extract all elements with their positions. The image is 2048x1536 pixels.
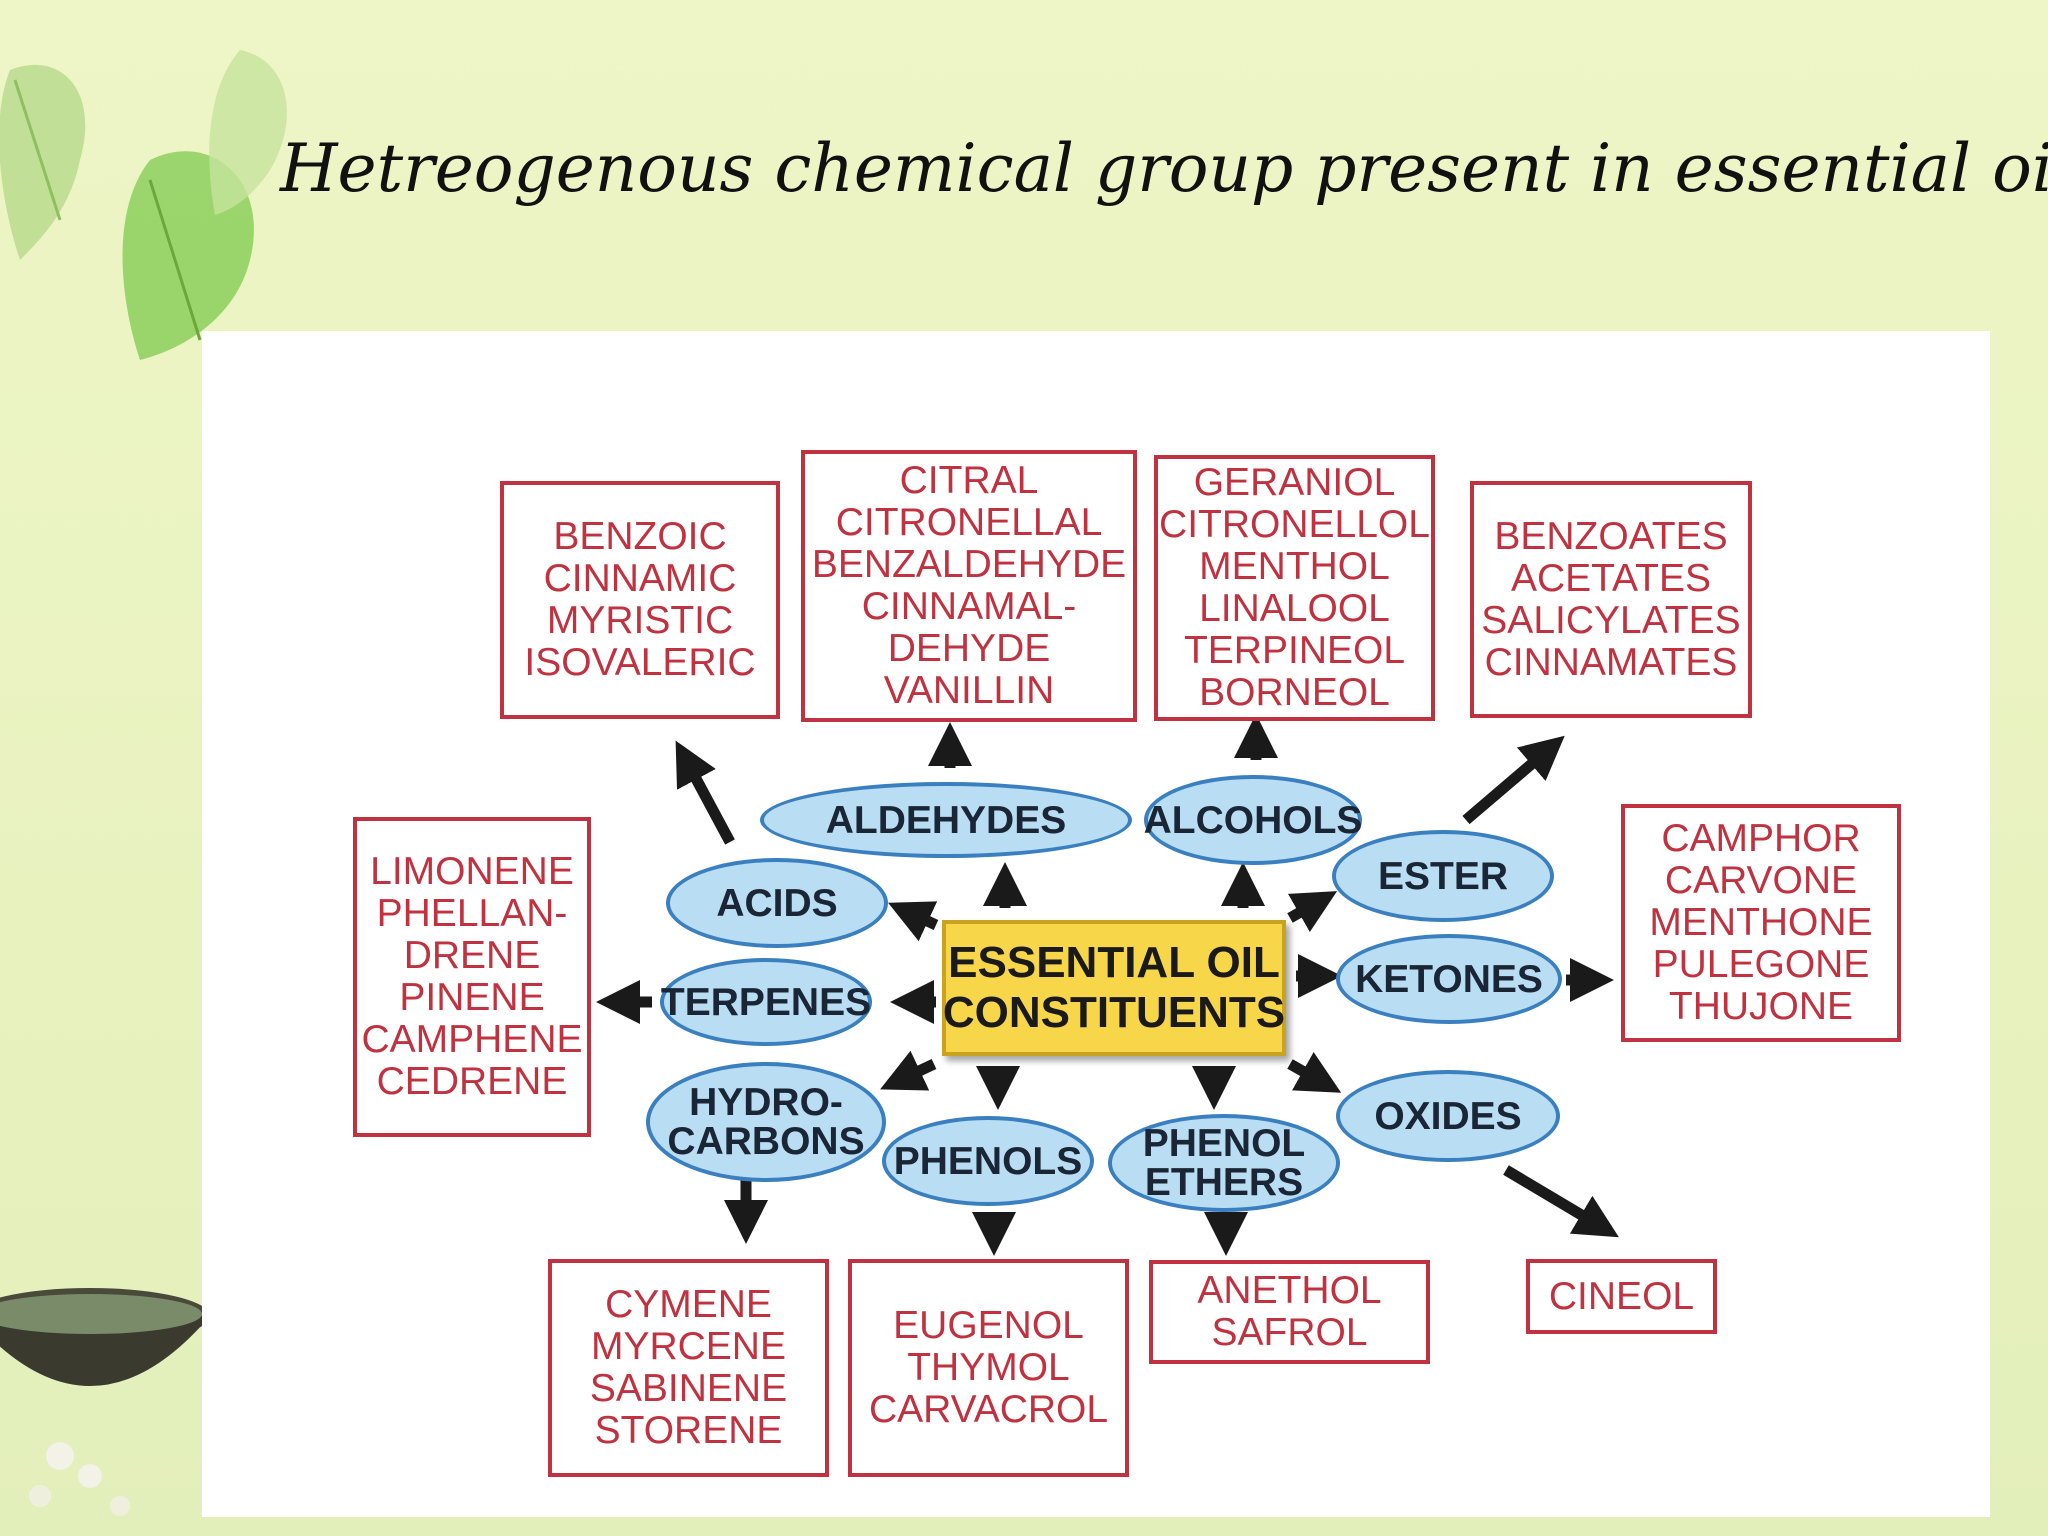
hydrocarbons-node: HYDRO- CARBONS [646, 1062, 886, 1182]
example-item: MYRCENE [590, 1325, 786, 1368]
example-item: EUGENOL [893, 1304, 1084, 1347]
example-item: THUJONE [1668, 985, 1854, 1028]
hydrocarbons-examples: CYMENE MYRCENE SABINENE STORENE [590, 1284, 787, 1452]
ester-examples-box: BENZOATES ACETATES SALICYLATES CINNAMATE… [1470, 481, 1752, 718]
arrow-to-ester [1287, 891, 1338, 933]
example-item: CEDRENE [376, 1060, 568, 1103]
example-item: BENZOATES [1494, 514, 1728, 558]
acids-node: ACIDS [666, 858, 888, 948]
aldehydes-label: ALDEHYDES [825, 798, 1067, 842]
example-item: BORNEOL [1199, 671, 1390, 714]
example-item: PULEGONE [1652, 943, 1870, 986]
ketones-examples: CAMPHOR CARVONE MENTHONE PULEGONE THUJON… [1649, 818, 1872, 1028]
aldehydes-examples-box: CITRAL CITRONELLAL BENZALDEHYDE CINNAMAL… [801, 450, 1137, 722]
example-item: GERANIOL [1193, 461, 1396, 504]
terpenes-examples-box: LIMONENE PHELLAN- DRENE PINENE CAMPHENE … [353, 817, 591, 1137]
acids-label: ACIDS [716, 881, 838, 925]
slide-title: Hetreogenous chemical group present in e… [280, 130, 2048, 207]
phenol-ethers-examples-box: ANETHOL SAFROL [1149, 1260, 1430, 1364]
phenols-examples: EUGENOL THYMOL CARVACROL [869, 1305, 1108, 1431]
phenols-node: PHENOLS [882, 1116, 1094, 1206]
phenols-examples-box: EUGENOL THYMOL CARVACROL [848, 1259, 1129, 1477]
hydrocarbons-label-line2: CARBONS [667, 1120, 865, 1163]
example-item: CINNAMIC [543, 557, 737, 600]
phenol-ethers-label-line1: PHENOL [1142, 1122, 1306, 1165]
phenols-label: PHENOLS [893, 1139, 1083, 1183]
ketones-node: KETONES [1336, 934, 1562, 1024]
ester-examples: BENZOATES ACETATES SALICYLATES CINNAMATE… [1481, 514, 1741, 684]
aldehydes-examples: CITRAL CITRONELLAL BENZALDEHYDE CINNAMAL… [812, 460, 1126, 712]
example-item: CINEOL [1548, 1274, 1695, 1318]
example-item: CAMPHENE [361, 1018, 583, 1061]
example-item: CYMENE [605, 1283, 772, 1326]
hydrocarbons-examples-box: CYMENE MYRCENE SABINENE STORENE [548, 1259, 829, 1477]
example-item: MENTHOL [1199, 545, 1390, 588]
example-item: ISOVALERIC [524, 641, 756, 684]
arrow-acids-to-box [675, 740, 735, 845]
terpenes-examples: LIMONENE PHELLAN- DRENE PINENE CAMPHENE … [361, 851, 582, 1103]
alcohols-examples-box: GERANIOL CITRONELLOL MENTHOL LINALOOL TE… [1154, 455, 1435, 721]
center-label-line1: ESSENTIAL OIL [948, 938, 1280, 987]
oxides-examples-box: CINEOL [1526, 1259, 1717, 1334]
example-item: ANETHOL [1197, 1269, 1382, 1312]
arrow-ester-to-box [1462, 735, 1565, 825]
example-item: DEHYDE [887, 627, 1051, 670]
alcohols-label: ALCOHOLS [1143, 798, 1363, 842]
bowl-decoration-icon [0, 1288, 210, 1516]
example-item: CITRONELLAL [835, 501, 1103, 544]
arrow-to-hydrocarbons [880, 1050, 937, 1091]
alcohols-node: ALCOHOLS [1144, 775, 1362, 865]
aldehydes-node: ALDEHYDES [760, 782, 1132, 858]
example-item: DRENE [403, 934, 541, 977]
leaf-decoration-icon [0, 50, 287, 360]
example-item: CITRONELLOL [1159, 503, 1430, 546]
example-item: CARVONE [1664, 859, 1858, 902]
example-item: ACETATES [1510, 556, 1712, 600]
oxides-examples: CINEOL [1548, 1274, 1695, 1318]
example-item: LINALOOL [1199, 587, 1390, 630]
example-item: VANILLIN [883, 669, 1055, 712]
example-item: PHELLAN- [376, 892, 568, 935]
example-item: CITRAL [899, 459, 1039, 502]
arrow-to-oxides [1287, 1052, 1342, 1093]
essential-oil-constituents-node: ESSENTIAL OIL CONSTITUENTS [942, 920, 1286, 1056]
example-item: BENZOIC [553, 515, 727, 558]
phenol-ethers-examples: ANETHOL SAFROL [1197, 1270, 1381, 1354]
alcohols-examples: GERANIOL CITRONELLOL MENTHOL LINALOOL TE… [1159, 462, 1430, 714]
acids-examples: BENZOIC CINNAMIC MYRISTIC ISOVALERIC [524, 516, 755, 684]
example-item: SABINENE [589, 1367, 788, 1410]
acids-examples-box: BENZOIC CINNAMIC MYRISTIC ISOVALERIC [500, 481, 780, 719]
example-item: MYRISTIC [546, 599, 734, 642]
example-item: CARVACROL [868, 1388, 1109, 1431]
example-item: STORENE [594, 1409, 783, 1452]
ketones-label: KETONES [1355, 957, 1543, 1001]
phenol-ethers-label-line2: ETHERS [1144, 1161, 1304, 1204]
example-item: BENZALDEHYDE [811, 543, 1127, 586]
terpenes-node: TERPENES [660, 958, 872, 1046]
example-item: PINENE [399, 976, 545, 1019]
example-item: LIMONENE [370, 850, 574, 893]
terpenes-label: TERPENES [660, 980, 872, 1024]
example-item: MENTHONE [1649, 901, 1873, 944]
oxides-label: OXIDES [1374, 1094, 1522, 1138]
example-item: CAMPHOR [1661, 817, 1861, 860]
example-item: CINNAMATES [1484, 640, 1738, 684]
example-item: SAFROL [1211, 1311, 1368, 1354]
arrow-oxides-to-box [1503, 1165, 1619, 1238]
ketones-examples-box: CAMPHOR CARVONE MENTHONE PULEGONE THUJON… [1621, 804, 1901, 1042]
example-item: THYMOL [907, 1346, 1070, 1389]
ester-label: ESTER [1377, 854, 1509, 898]
ester-node: ESTER [1332, 830, 1554, 922]
oxides-node: OXIDES [1336, 1070, 1560, 1162]
phenol-ethers-node: PHENOL ETHERS [1108, 1114, 1340, 1212]
center-label-line2: CONSTITUENTS [942, 988, 1286, 1037]
arrow-to-acids [888, 901, 939, 942]
example-item: TERPINEOL [1183, 629, 1406, 672]
example-item: CINNAMAL- [861, 585, 1077, 628]
example-item: SALICYLATES [1481, 598, 1741, 642]
hydrocarbons-label-line1: HYDRO- [689, 1081, 843, 1124]
